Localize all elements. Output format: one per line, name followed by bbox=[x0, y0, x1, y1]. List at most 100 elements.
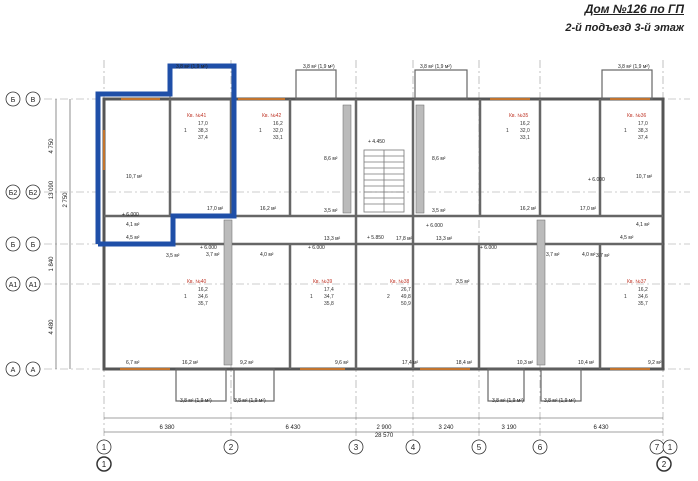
room-area: 17,4 м² bbox=[402, 360, 419, 366]
apartment-rooms: 1 bbox=[506, 128, 509, 134]
apartment-rooms: 1 bbox=[184, 128, 187, 134]
floor-subtitle: 2-й подъезд 3-й этаж bbox=[565, 22, 684, 34]
room-area: 8,6 м² bbox=[432, 156, 446, 162]
apartment-total-area: 34,6 bbox=[638, 294, 648, 300]
apartment-full-area: 33,1 bbox=[273, 135, 283, 141]
apartment-total-area: 34,7 bbox=[324, 294, 334, 300]
apartment-label: Кв. №37 bbox=[627, 279, 646, 285]
apartment-living-area: 17,4 bbox=[324, 287, 334, 293]
apartment-total-area: 32,0 bbox=[273, 128, 283, 134]
apartment-full-area: 35,7 bbox=[638, 301, 648, 307]
apartment-living-area: 26,7 bbox=[401, 287, 411, 293]
apartment-full-area: 37,4 bbox=[638, 135, 648, 141]
room-area: 4,0 м² bbox=[582, 252, 596, 258]
balcony-area: 3,8 м² (1,9 м²) bbox=[303, 64, 335, 70]
room-area: 16,2 м² bbox=[520, 206, 537, 212]
level-mark: + 5.850 bbox=[367, 235, 384, 241]
room-area: 13,3 м² bbox=[324, 236, 341, 242]
apartment-rooms: 1 bbox=[310, 294, 313, 300]
room-area: 9,6 м² bbox=[335, 360, 349, 366]
room-area: 17,0 м² bbox=[207, 206, 224, 212]
axis-label-bottom: 1 bbox=[668, 443, 673, 452]
axis-label-left-inner: Б2 bbox=[29, 190, 38, 197]
room-area: 6,7 м² bbox=[126, 360, 140, 366]
apartment-total-area: 34,6 bbox=[198, 294, 208, 300]
room-area: 3,7 м² bbox=[596, 253, 610, 259]
apartment-total-area: 38,3 bbox=[198, 128, 208, 134]
axis-label-left-inner: А bbox=[31, 367, 36, 374]
level-mark: + 6.000 bbox=[308, 245, 325, 251]
apartment-rooms: 2 bbox=[387, 294, 390, 300]
apartment-living-area: 16,2 bbox=[520, 121, 530, 127]
dim-vertical: 4 480 bbox=[49, 319, 55, 335]
level-mark: + 4.450 bbox=[368, 139, 385, 145]
axis-label-bottom: 5 bbox=[477, 443, 482, 452]
axis-label-left: Б2 bbox=[9, 190, 18, 197]
room-area: 3,5 м² bbox=[324, 208, 338, 214]
apartment-living-area: 16,2 bbox=[638, 287, 648, 293]
apartment-full-area: 35,8 bbox=[324, 301, 334, 307]
axis-label-circled: 2 bbox=[662, 460, 667, 469]
room-area: 9,2 м² bbox=[240, 360, 254, 366]
balcony-area: 3,8 м² (1,9 м²) bbox=[180, 398, 212, 404]
room-area: 8,6 м² bbox=[324, 156, 338, 162]
axis-label-bottom: 2 bbox=[229, 443, 234, 452]
level-mark: + 6.000 bbox=[200, 245, 217, 251]
apartment-rooms: 1 bbox=[624, 128, 627, 134]
room-area: 3,5 м² bbox=[166, 253, 180, 259]
apartment-label: Кв. №39 bbox=[313, 279, 332, 285]
level-mark: + 6.000 bbox=[426, 223, 443, 229]
balcony-area: 3,8 м² (1,9 м²) bbox=[176, 64, 208, 70]
room-area: 4,1 м² bbox=[126, 222, 140, 228]
room-area: 17,8 м² bbox=[396, 236, 413, 242]
room-area: 18,4 м² bbox=[456, 360, 473, 366]
level-mark: + 6.000 bbox=[122, 212, 139, 218]
axis-label-left-inner: А1 bbox=[29, 282, 38, 289]
apartment-label: Кв. №38 bbox=[390, 279, 409, 285]
axis-label-left: А1 bbox=[9, 282, 18, 289]
axis-label-left-inner: Б bbox=[31, 242, 36, 249]
apartment-full-area: 35,7 bbox=[198, 301, 208, 307]
balcony-area: 3,8 м² (1,9 м²) bbox=[420, 64, 452, 70]
apartment-label: Кв. №35 bbox=[509, 113, 528, 119]
axis-label-bottom: 4 bbox=[411, 443, 416, 452]
apartment-full-area: 33,1 bbox=[520, 135, 530, 141]
dim-vertical: 13 090 bbox=[49, 180, 55, 199]
apartment-total-area: 38,3 bbox=[638, 128, 648, 134]
apartment-full-area: 37,4 bbox=[198, 135, 208, 141]
balcony-area: 3,8 м² (1,9 м²) bbox=[544, 398, 576, 404]
room-area: 10,4 м² bbox=[578, 360, 595, 366]
apartment-total-area: 32,0 bbox=[520, 128, 530, 134]
axis-label-bottom: 7 bbox=[655, 443, 660, 452]
dim-vertical: 4 750 bbox=[49, 138, 55, 154]
axis-label-left-inner: В bbox=[31, 97, 36, 104]
dim-bottom: 6 380 bbox=[159, 425, 175, 431]
room-area: 17,0 м² bbox=[580, 206, 597, 212]
apartment-label: Кв. №36 bbox=[627, 113, 646, 119]
dim-bottom: 3 240 bbox=[438, 425, 454, 431]
dim-bottom: 3 190 bbox=[501, 425, 517, 431]
room-area: 3,7 м² bbox=[546, 252, 560, 258]
apartment-rooms: 1 bbox=[624, 294, 627, 300]
apartment-living-area: 16,2 bbox=[273, 121, 283, 127]
room-area: 3,5 м² bbox=[432, 208, 446, 214]
apartment-rooms: 1 bbox=[184, 294, 187, 300]
room-area: 9,2 м² bbox=[648, 360, 662, 366]
axis-label-bottom: 6 bbox=[538, 443, 543, 452]
axis-label-left: А bbox=[11, 367, 16, 374]
balcony-area: 3,8 м² (1,9 м²) bbox=[234, 398, 266, 404]
axis-label-left: Б bbox=[11, 242, 16, 249]
axis-label-bottom: 3 bbox=[354, 443, 359, 452]
apartment-total-area: 49,8 bbox=[401, 294, 411, 300]
axis-label-left: Б bbox=[11, 97, 16, 104]
balcony-area: 3,8 м² (1,9 м²) bbox=[492, 398, 524, 404]
room-area: 4,5 м² bbox=[620, 235, 634, 241]
apartment-living-area: 16,2 bbox=[198, 287, 208, 293]
axis-label-bottom: 1 bbox=[102, 443, 107, 452]
apartment-living-area: 17,0 bbox=[198, 121, 208, 127]
room-area: 13,3 м² bbox=[436, 236, 453, 242]
dim-bottom: 2 900 bbox=[376, 425, 392, 431]
room-area: 4,0 м² bbox=[260, 252, 274, 258]
apartment-living-area: 17,0 bbox=[638, 121, 648, 127]
